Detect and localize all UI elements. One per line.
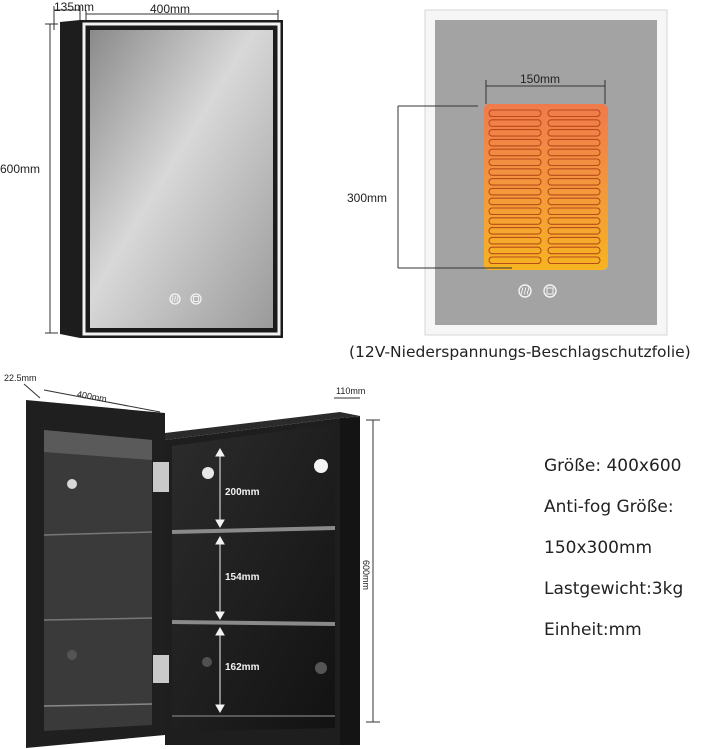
cabinet-side-panel xyxy=(340,418,360,745)
heater-coil xyxy=(547,207,601,216)
heater-coil xyxy=(547,168,601,176)
heater-coil xyxy=(547,158,601,167)
heater-coil xyxy=(547,187,601,196)
cabinet-led-4 xyxy=(315,662,327,674)
mirror-surface xyxy=(90,30,273,328)
shelf-spacing-1: 200mm xyxy=(225,487,260,498)
cabinet-interior xyxy=(172,424,335,732)
hinge-bottom xyxy=(153,655,169,683)
cabinet-side xyxy=(60,20,80,338)
door-led-reflection-2 xyxy=(67,650,77,660)
heater-coil xyxy=(547,197,601,206)
glass-shelf-1 xyxy=(172,526,335,534)
heater-coil xyxy=(547,109,601,118)
heater-coil xyxy=(488,197,542,206)
spec-antifog-value: 150x300mm xyxy=(544,538,653,558)
door-bottom-reflection xyxy=(43,703,153,707)
spec-load: Lastgewicht:3kg xyxy=(544,579,684,599)
light-button-icon[interactable] xyxy=(543,284,557,298)
spec-antifog-label: Anti-fog Größe: xyxy=(544,497,674,517)
door-depth-label: 22.5mm xyxy=(4,373,37,383)
cabinet-led-2 xyxy=(314,459,328,473)
heater-coil xyxy=(488,207,542,216)
height-label-closed: 600mm xyxy=(0,162,41,176)
heater-coil xyxy=(547,256,601,265)
heater-coil xyxy=(547,246,601,255)
antifog-width-label: 150mm xyxy=(520,72,561,86)
shelf-dimension-arrows xyxy=(215,447,225,714)
antifog-caption: (12V-Niederspannungs-Beschlagschutzfolie… xyxy=(349,343,691,361)
heater-coil xyxy=(488,178,542,186)
heater-coil xyxy=(488,138,542,147)
body-depth-label: 110mm xyxy=(336,386,366,396)
heater-coil xyxy=(488,187,542,196)
door-led-reflection-1 xyxy=(67,479,77,489)
heater-coil xyxy=(488,148,542,157)
heater-coil xyxy=(488,246,542,255)
heater-coil xyxy=(488,129,542,137)
heater-coil xyxy=(547,178,601,186)
width-label-closed: 400mm xyxy=(150,2,191,16)
shelf-spacing-2: 154mm xyxy=(225,572,260,583)
antifog-height-label: 300mm xyxy=(347,191,388,205)
heater-coil xyxy=(547,148,601,157)
heater-coil xyxy=(488,158,542,167)
hinge-top xyxy=(153,462,169,492)
heater-coil xyxy=(488,119,542,127)
glass-shelf-2 xyxy=(172,620,335,626)
led-border xyxy=(82,22,281,336)
light-touch-icon[interactable] xyxy=(190,293,202,305)
door-mirror-highlight xyxy=(44,430,152,460)
shelf-spacing-3: 162mm xyxy=(225,662,260,673)
heater-coil xyxy=(488,168,542,176)
cabinet-led-3 xyxy=(202,657,212,667)
heater-pad xyxy=(484,104,608,270)
heater-coil xyxy=(488,109,542,118)
door-shelf-reflection-1 xyxy=(43,531,153,536)
heater-coil xyxy=(488,217,542,225)
heater-coil xyxy=(547,217,601,225)
spec-size: Größe: 400x600 xyxy=(544,456,682,476)
dimension-lines-open xyxy=(23,383,380,723)
heater-coil xyxy=(547,129,601,137)
heater-coil xyxy=(547,236,601,245)
heater-coil xyxy=(547,119,601,127)
open-height-label: 600mm xyxy=(361,560,371,591)
depth-label-closed: 135mm xyxy=(54,0,95,14)
heater-coil xyxy=(488,227,542,235)
heater-coil xyxy=(547,227,601,235)
antifog-button-icon[interactable] xyxy=(518,284,532,298)
dimension-lines-antifog xyxy=(397,80,606,269)
cabinet-led-1 xyxy=(202,467,214,479)
heater-coil xyxy=(547,138,601,147)
antifog-touch-icon[interactable] xyxy=(169,293,181,305)
heater-coil xyxy=(488,256,542,265)
dimension-lines-closed xyxy=(45,6,279,334)
heater-coil xyxy=(488,236,542,245)
door-mirror-back xyxy=(44,430,152,731)
heater-coils xyxy=(488,109,601,265)
door-shelf-reflection-2 xyxy=(43,617,153,621)
spec-unit: Einheit:mm xyxy=(544,620,642,640)
cabinet-top xyxy=(165,412,360,440)
